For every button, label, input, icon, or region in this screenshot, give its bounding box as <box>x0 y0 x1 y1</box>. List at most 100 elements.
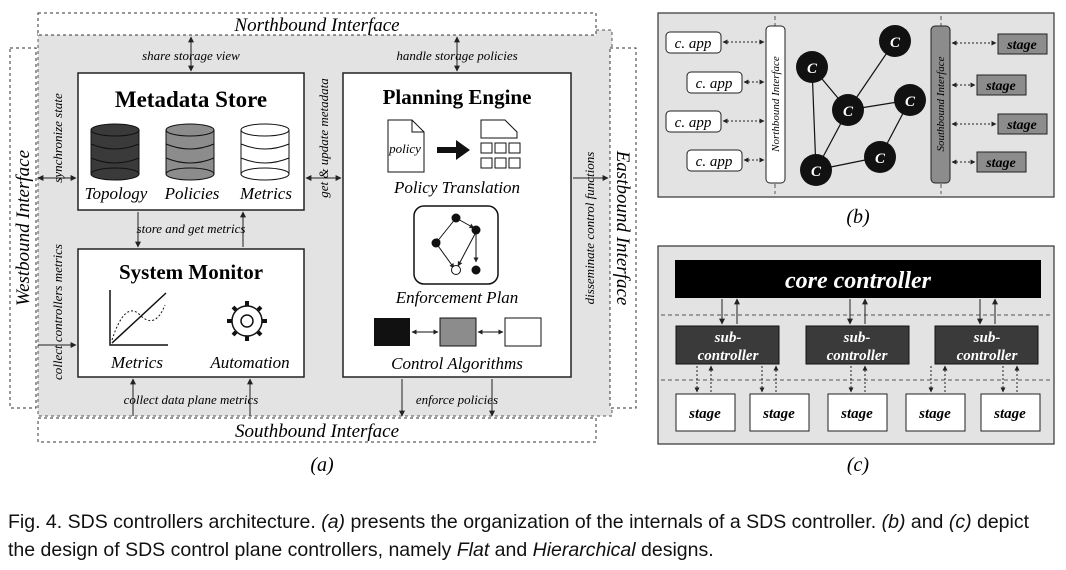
stage-label: stage <box>1006 118 1037 133</box>
panel-a-flow-labels: share storage view handle storage polici… <box>50 48 597 407</box>
panel-c: core controller sub- controller sub- con… <box>657 245 1055 476</box>
westbound-interface-bar <box>9 47 37 409</box>
caption-text-2: and <box>905 511 949 533</box>
eastbound-interface-label: Eastbound Interface <box>612 150 633 306</box>
caption-text-4: and <box>489 539 533 561</box>
metadata-store-title: Metadata Store <box>115 87 267 112</box>
caption-flat: Flat <box>456 539 490 561</box>
translated-blocks-icon <box>480 119 521 169</box>
sub-controllers: sub- controller sub- controller sub- con… <box>675 325 1039 365</box>
policies-database-icon <box>165 123 215 181</box>
controller-letter: C <box>890 35 901 51</box>
stage-box <box>980 393 1041 432</box>
get-update-metadata-label: get & update metadata <box>316 78 331 198</box>
caption-ref-c: (c) <box>948 511 972 533</box>
stage-label: stage <box>1006 38 1037 53</box>
metadata-store-box: Metadata Store Topology Policie <box>77 72 305 211</box>
translation-arrow-icon <box>437 140 470 160</box>
stage-box <box>827 393 888 432</box>
planning-engine-box: Planning Engine policy Policy Translatio… <box>342 72 572 378</box>
controller-node <box>800 154 832 186</box>
stages-b: stage stage stage stage <box>976 33 1048 173</box>
southbound-interface-bar <box>37 417 597 443</box>
handle-storage-policies-label: handle storage policies <box>396 48 517 63</box>
automation-gear-icon <box>227 301 267 341</box>
controller-node <box>796 51 828 83</box>
sub-controller-line1: sub- <box>714 330 742 346</box>
controller-node <box>832 94 864 126</box>
stage-box <box>997 113 1048 135</box>
stage-box <box>749 393 810 432</box>
westbound-interface-label: Westbound Interface <box>13 150 34 306</box>
stage-label: stage <box>993 406 1026 422</box>
planning-engine-title: Planning Engine <box>383 85 532 109</box>
synchronize-state-label: synchronize state <box>50 93 65 183</box>
policy-translation-label: Policy Translation <box>393 178 520 197</box>
sub-controller-line2: controller <box>698 348 759 364</box>
policy-word: policy <box>388 141 421 156</box>
sub-controller-line2: controller <box>957 348 1018 364</box>
control-algorithms-label: Control Algorithms <box>391 354 523 373</box>
sub-controller-box <box>675 325 780 365</box>
stage-label: stage <box>688 406 721 422</box>
policies-label: Policies <box>164 184 220 203</box>
disseminate-control-functions-label: disseminate control functions <box>582 152 597 305</box>
panel-b-sublabel: (b) <box>846 206 870 228</box>
caption-prefix: Fig. 4. SDS controllers architecture. <box>8 511 322 533</box>
southbound-interface-label: Southbound Interface <box>235 421 399 442</box>
eastbound-interface-bar <box>609 47 637 409</box>
sub-controller-line2: controller <box>827 348 888 364</box>
topology-database-icon <box>90 123 140 181</box>
panel-c-sublabel: (c) <box>847 454 870 476</box>
metrics-database-icon <box>240 123 290 181</box>
store-get-metrics-label: store and get metrics <box>137 221 246 236</box>
control-app-label: c. app <box>696 154 733 170</box>
caption-text-3: depict the design of SDS control plane c… <box>8 511 1030 561</box>
monitor-metrics-label: Metrics <box>110 353 163 372</box>
share-storage-view-label: share storage view <box>142 48 240 63</box>
controller-node <box>879 25 911 57</box>
stage-label: stage <box>840 406 873 422</box>
stage-box <box>976 74 1027 96</box>
control-app-label: c. app <box>696 76 733 92</box>
control-app-label: c. app <box>675 115 712 131</box>
stage-label: stage <box>918 406 951 422</box>
stage-label: stage <box>985 79 1016 94</box>
stage-label: stage <box>985 156 1016 171</box>
caption-ref-a: (a) <box>321 511 346 533</box>
topology-label: Topology <box>85 184 148 203</box>
caption-suffix: designs. <box>635 539 714 561</box>
controller-letter: C <box>843 104 854 120</box>
stage-box <box>976 151 1027 173</box>
controller-nodes: C C C C C C <box>796 25 926 186</box>
collect-controllers-metrics-label: collect controllers metrics <box>50 244 65 380</box>
southbound-interface-bar-b <box>930 25 951 184</box>
stage-label: stage <box>762 406 795 422</box>
control-app-box <box>665 110 722 133</box>
stage-box <box>997 33 1048 55</box>
collect-data-plane-metrics-label: collect data plane metrics <box>124 392 259 407</box>
panel-a-sublabel: (a) <box>310 454 334 476</box>
caption-text-1: presents the organization of the interna… <box>345 511 882 533</box>
control-app-box <box>665 31 722 54</box>
control-app-label: c. app <box>675 36 712 52</box>
stage-links-b <box>951 40 997 165</box>
figure-caption: Fig. 4. SDS controllers architecture. (a… <box>8 508 1060 564</box>
northbound-interface-label: Northbound Interface <box>233 15 399 36</box>
controller-letter: C <box>905 94 916 110</box>
panel-a: Northbound Interface Southbound Interfac… <box>9 12 637 476</box>
policy-document-icon <box>387 119 425 173</box>
enforcement-plan-label: Enforcement Plan <box>395 288 519 307</box>
core-controller-label: core controller <box>785 268 932 294</box>
caption-ref-b: (b) <box>881 511 906 533</box>
northbound-interface-bar-b <box>765 25 786 184</box>
panel-b: c. app c. app c. app c. app Northbound I… <box>657 12 1055 228</box>
sub-controller-box <box>805 325 910 365</box>
controller-node <box>864 141 896 173</box>
northbound-interface-bar <box>37 12 597 36</box>
enforce-policies-label: enforce policies <box>416 392 498 407</box>
stage-box <box>905 393 966 432</box>
caption-hierarchical: Hierarchical <box>532 539 636 561</box>
southbound-interface-label-b: Southbound Interface <box>935 56 947 151</box>
